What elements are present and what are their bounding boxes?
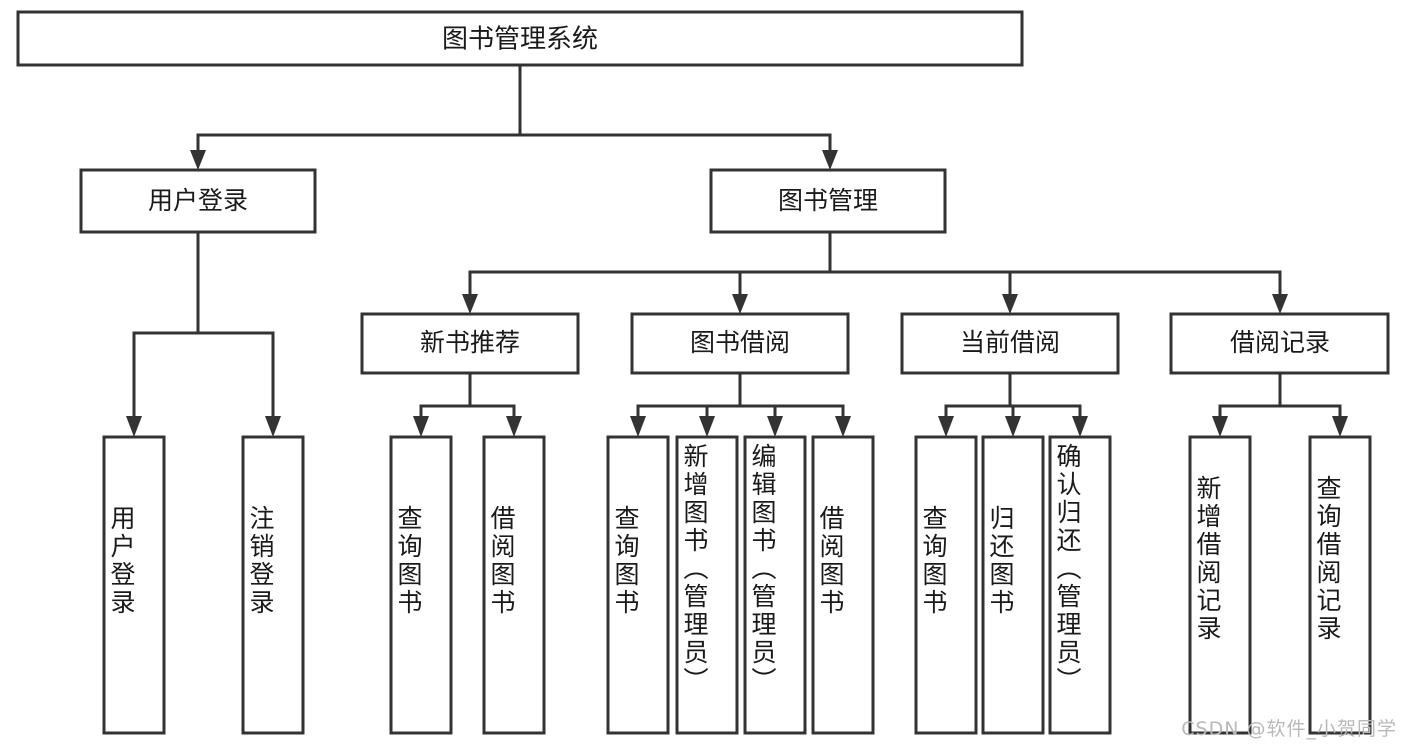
arrowhead-bb-leaf-1 — [630, 416, 646, 437]
arrowhead-leaf-logout — [265, 416, 281, 437]
node-root-box[interactable] — [16, 10, 1024, 67]
arrowhead-cb-leaf-3 — [1072, 416, 1088, 437]
arrowhead-cb-leaf-2 — [1005, 416, 1021, 437]
arrowhead-bb-leaf-4 — [835, 416, 851, 437]
node-borrow-record-box[interactable] — [1169, 312, 1390, 375]
arrowhead-current-borrow — [1002, 294, 1018, 314]
leaf-box-br-add-record[interactable] — [1188, 435, 1252, 735]
arrowhead-cb-leaf-1 — [938, 416, 954, 437]
arrowhead-nb-leaf-1 — [413, 416, 429, 437]
leaf-box-logout[interactable] — [241, 435, 305, 735]
leaf-box-bb-query-book[interactable] — [606, 435, 670, 735]
connectors — [126, 63, 1348, 437]
arrowhead-book-borrow — [732, 294, 748, 314]
node-user-login-label: 用户登录 — [148, 186, 248, 215]
node-borrow-record-label: 借阅记录 — [1230, 328, 1330, 357]
node-root[interactable]: 图书管理系统 — [16, 10, 1024, 67]
leaf-box-br-query-record[interactable] — [1308, 435, 1372, 735]
arrowhead-bb-leaf-3 — [767, 416, 783, 437]
node-book-borrow[interactable]: 图书借阅 — [630, 312, 850, 375]
node-current-borrow-label: 当前借阅 — [960, 328, 1060, 357]
node-book-management[interactable]: 图书管理 — [709, 168, 947, 234]
leaf-boxes — [102, 435, 1372, 735]
leaf-box-nb-borrow-book[interactable] — [482, 435, 546, 735]
arrowhead-br-leaf-2 — [1332, 416, 1348, 437]
csdn-watermark: CSDN @软件_小贺同学 — [1181, 718, 1397, 740]
node-new-book-recommend-box[interactable] — [360, 312, 580, 375]
node-borrow-record[interactable]: 借阅记录 — [1169, 312, 1390, 375]
leaf-box-bb-borrow-book[interactable] — [811, 435, 875, 735]
arrowhead-leaf-user-login — [126, 416, 142, 437]
arrowhead-borrow-record — [1272, 294, 1288, 314]
arrowhead-nb-leaf-2 — [506, 416, 522, 437]
leaf-box-cb-confirm-return-admin[interactable] — [1048, 435, 1112, 735]
node-user-login[interactable]: 用户登录 — [79, 168, 317, 234]
arrowhead-book-mgmt — [822, 150, 838, 170]
arrowhead-bb-leaf-2 — [699, 416, 715, 437]
arrowhead-new-book — [462, 294, 478, 314]
leaf-box-nb-query-book[interactable] — [389, 435, 453, 735]
leaf-box-bb-edit-book-admin[interactable] — [743, 435, 807, 735]
node-current-borrow-box[interactable] — [900, 312, 1120, 375]
leaf-box-bb-add-book-admin[interactable] — [675, 435, 739, 735]
node-book-borrow-box[interactable] — [630, 312, 850, 375]
leaf-box-cb-query-book[interactable] — [914, 435, 978, 735]
node-current-borrow[interactable]: 当前借阅 — [900, 312, 1120, 375]
node-root-label: 图书管理系统 — [442, 25, 598, 55]
node-book-borrow-label: 图书借阅 — [690, 328, 790, 357]
node-book-management-box[interactable] — [709, 168, 947, 234]
arrowhead-user-login — [190, 150, 206, 170]
leaf-box-cb-return-book[interactable] — [981, 435, 1045, 735]
node-user-login-box[interactable] — [79, 168, 317, 234]
arrowhead-br-leaf-1 — [1212, 416, 1228, 437]
leaf-box-user-login[interactable] — [102, 435, 166, 735]
node-new-book-recommend[interactable]: 新书推荐 — [360, 312, 580, 375]
node-book-management-label: 图书管理 — [778, 186, 878, 215]
node-new-book-recommend-label: 新书推荐 — [420, 328, 520, 357]
